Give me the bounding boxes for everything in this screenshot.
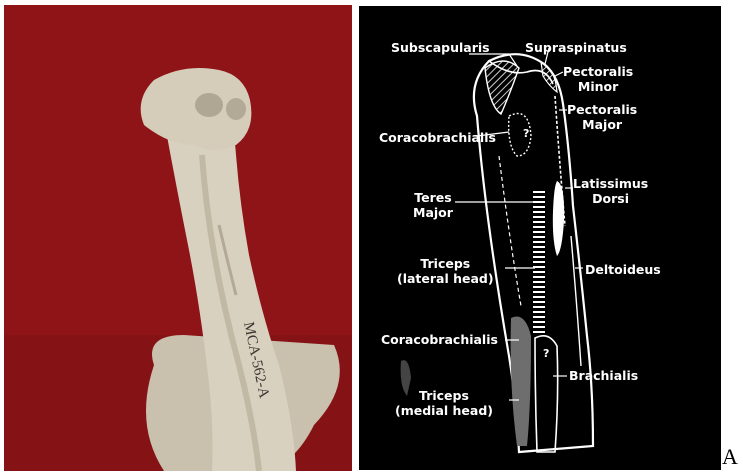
muscle-attachment-diagram: Subscapularis Supraspinatus Pectoralis M…	[359, 6, 721, 470]
label-deltoideus: Deltoideus	[585, 262, 661, 277]
supraspinatus-region	[541, 62, 557, 92]
label-coracobrachialis-upper: Coracobrachialis	[379, 130, 496, 145]
coracobrachialis-lower-region	[511, 316, 531, 446]
subscapularis-region	[485, 61, 519, 114]
label-latissimus-dorsi: Latissimus Dorsi	[573, 176, 648, 206]
label-brachialis: Brachialis	[569, 368, 638, 383]
latissimus-dorsi-region	[553, 181, 564, 256]
label-subscapularis: Subscapularis	[391, 40, 490, 55]
panel-letter: A	[722, 444, 738, 470]
question-mark-upper: ?	[523, 126, 529, 141]
label-triceps-lateral-head: Triceps (lateral head)	[397, 256, 494, 286]
label-supraspinatus: Supraspinatus	[525, 40, 627, 55]
teres-major-region	[533, 191, 545, 336]
label-pectoralis-minor: Pectoralis Minor	[563, 64, 633, 94]
question-mark-lower: ?	[543, 346, 549, 361]
label-pectoralis-major: Pectoralis Major	[567, 102, 637, 132]
label-triceps-medial-head: Triceps (medial head)	[395, 388, 493, 418]
label-teres-major: Teres Major	[413, 190, 453, 220]
bone-photograph: MCA-562-A	[4, 5, 352, 471]
label-coracobrachialis-lower: Coracobrachialis	[381, 332, 498, 347]
